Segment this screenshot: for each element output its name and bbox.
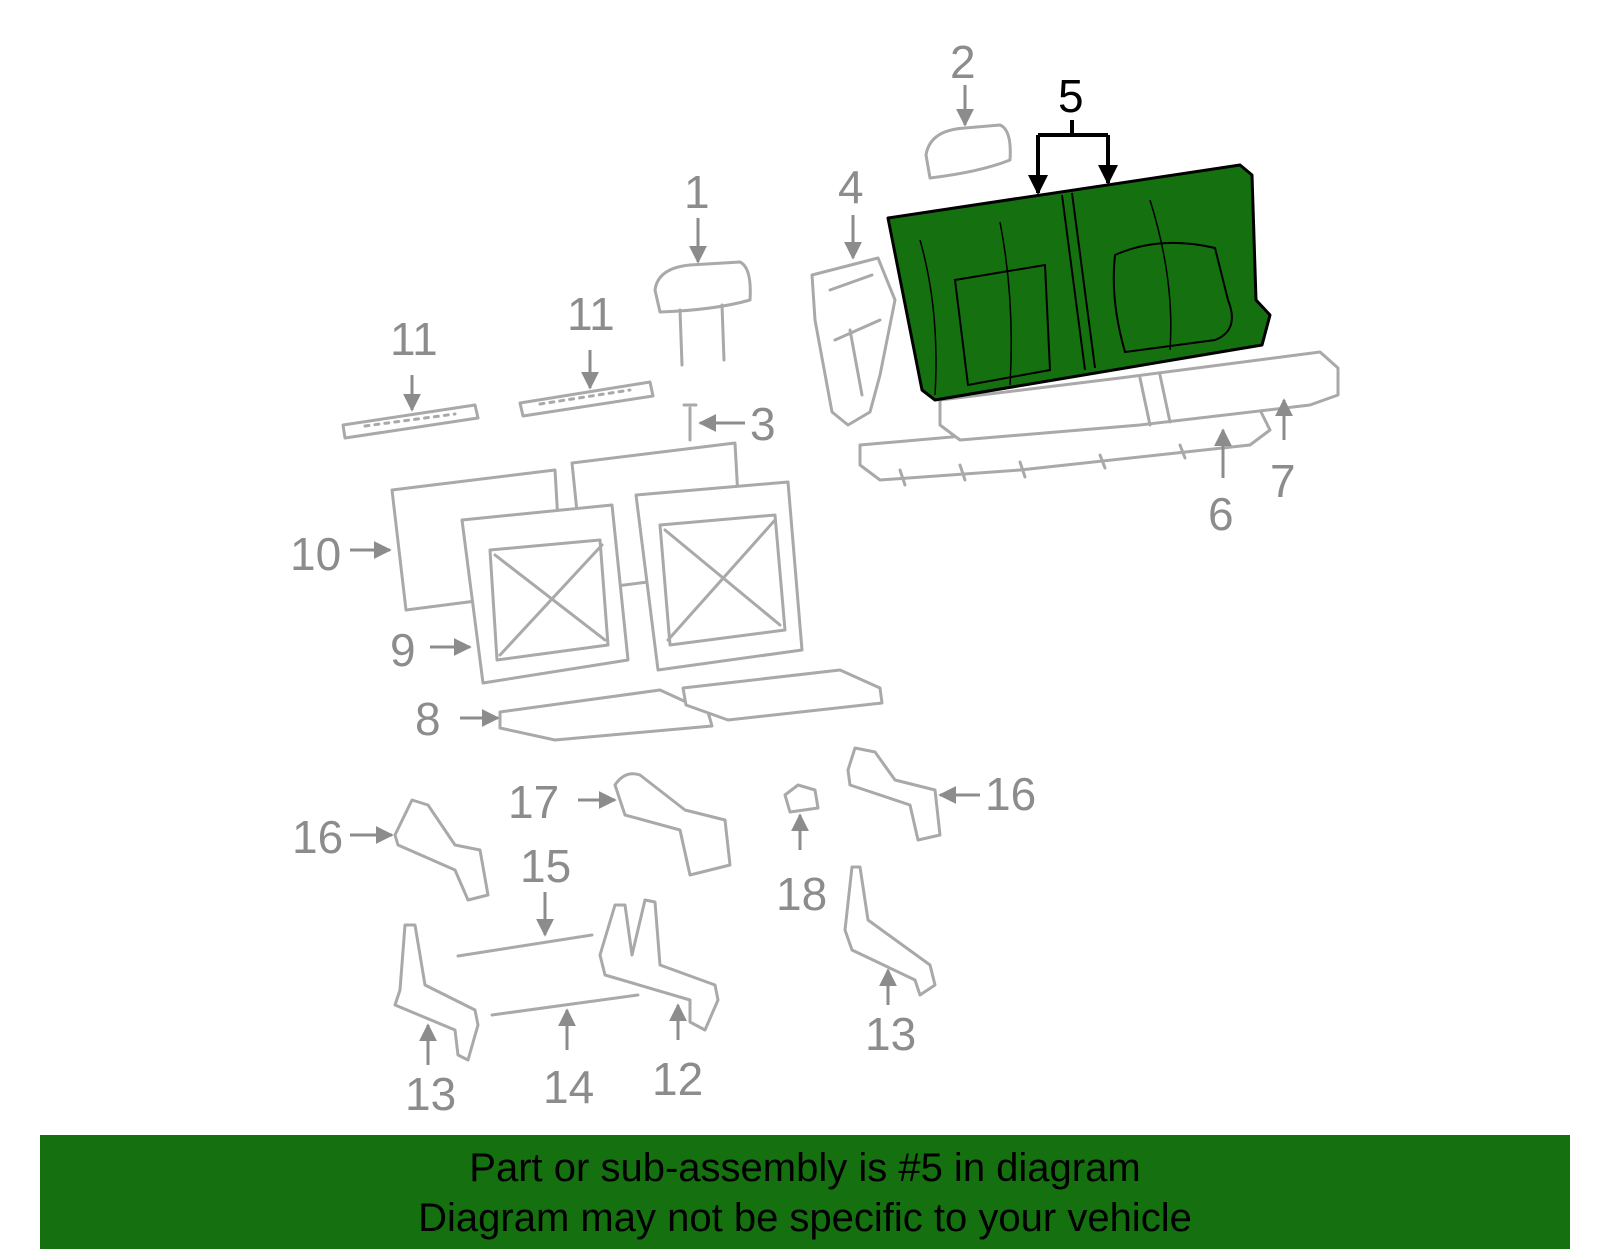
banner-line-2: Diagram may not be specific to your vehi…	[418, 1196, 1192, 1240]
part-3-pin	[682, 403, 698, 442]
callout-16-left: 16	[292, 811, 343, 863]
part-9-back-frame	[460, 480, 804, 685]
part-5-bracket-arrows	[1028, 120, 1118, 195]
callout-labels: 1 2 3 4 5 6 7 8 9 10 11 11 12 13 13 14 1…	[290, 36, 1296, 1120]
callout-18: 18	[776, 868, 827, 920]
info-banner: Part or sub-assembly is #5 in diagram Di…	[40, 1135, 1570, 1249]
callout-6: 6	[1208, 488, 1234, 540]
leader-lines	[350, 85, 1293, 1065]
callout-11-left: 11	[390, 313, 438, 365]
part-14-rod	[490, 993, 640, 1017]
part-11-guide-right	[518, 380, 655, 418]
part-13-hinge-left	[393, 923, 480, 1062]
callout-11-right: 11	[567, 288, 615, 340]
callout-3: 3	[750, 398, 776, 450]
callout-9: 9	[390, 624, 416, 676]
callout-17: 17	[508, 776, 559, 828]
callout-16-right: 16	[985, 768, 1036, 820]
part-16-bracket-right	[846, 746, 942, 842]
part-17-bracket	[613, 772, 732, 877]
part-18-clip	[783, 783, 820, 814]
part-7-seat-cushion	[938, 350, 1340, 442]
part-8-cushion-pan	[498, 668, 884, 742]
callout-14: 14	[543, 1061, 594, 1113]
part-6-cushion-frame	[858, 408, 1272, 487]
part-2-headrest	[924, 123, 1012, 180]
callout-5: 5	[1058, 70, 1084, 122]
part-5-seat-back-highlighted	[886, 163, 1272, 402]
callout-12: 12	[652, 1053, 703, 1105]
callout-4: 4	[838, 161, 864, 213]
banner-line-1: Part or sub-assembly is #5 in diagram	[469, 1146, 1141, 1190]
callout-2: 2	[950, 36, 976, 88]
callout-1: 1	[684, 166, 710, 218]
callout-7: 7	[1270, 455, 1296, 507]
part-12-hinge	[598, 898, 720, 1032]
callout-13-left: 13	[405, 1068, 456, 1120]
part-13-hinge-right	[843, 865, 937, 997]
callout-15: 15	[520, 840, 571, 892]
part-4-side-frame	[810, 256, 897, 427]
part-11-guide-left	[341, 403, 480, 440]
callout-8: 8	[415, 693, 441, 745]
part-15-rod	[456, 933, 594, 958]
part-16-bracket-left	[393, 798, 490, 902]
part-1-headrest	[653, 260, 752, 367]
callout-13-right: 13	[865, 1008, 916, 1060]
callout-10: 10	[290, 528, 341, 580]
